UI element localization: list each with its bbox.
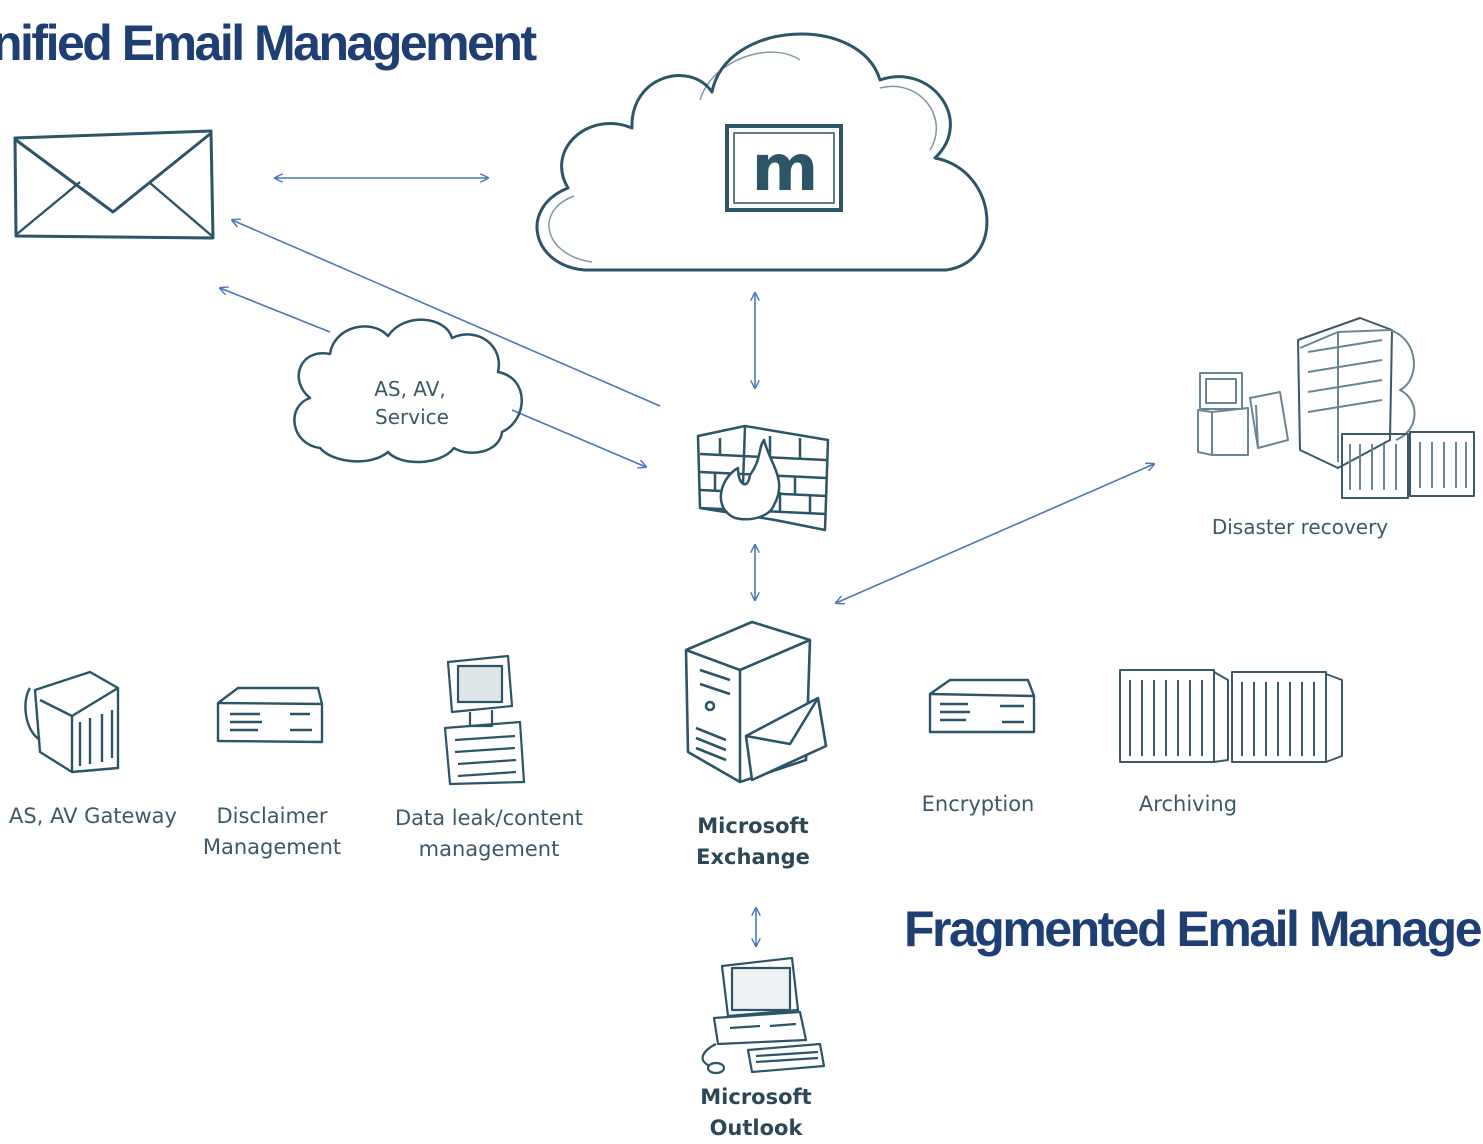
as-av-gateway-label: AS, AV Gateway	[9, 801, 177, 832]
disclaimer-line2: Management	[202, 835, 342, 859]
disclaimer-label: Disclaimer Management	[203, 801, 341, 863]
disclaimer-appliance-icon	[216, 686, 324, 744]
disaster-recovery-label: Disaster recovery	[1212, 515, 1388, 539]
outlook-label: Microsoft Outlook	[700, 1082, 811, 1144]
exchange-line1: Microsoft	[697, 814, 809, 838]
exchange-line2: Exchange	[696, 845, 810, 869]
arrow-as-service-envelope	[220, 288, 331, 333]
exchange-label: Microsoft Exchange	[696, 811, 810, 873]
outlook-line1: Microsoft	[700, 1085, 812, 1109]
arrow-envelope-firewall	[232, 220, 661, 407]
disaster-recovery-icon	[1197, 317, 1475, 499]
as-av-service-line2: Service	[375, 405, 449, 429]
envelope-icon	[13, 129, 215, 240]
exchange-server-icon	[684, 620, 828, 784]
encryption-text: Encryption	[921, 792, 1035, 816]
as-av-gateway-text: AS, AV Gateway	[9, 804, 177, 828]
data-leak-workstation-icon	[443, 654, 526, 786]
outlook-workstation-icon	[701, 956, 826, 1075]
small-cloud-icon	[293, 318, 523, 464]
gateway-server-icon	[24, 670, 120, 774]
data-leak-line1: Data leak/content	[394, 806, 584, 830]
encryption-appliance-icon	[928, 678, 1036, 734]
archiving-text: Archiving	[1138, 792, 1238, 816]
encryption-label: Encryption	[922, 789, 1035, 820]
archiving-racks-icon	[1119, 669, 1343, 763]
archiving-label: Archiving	[1139, 789, 1237, 820]
mimecast-logo-letter: m	[752, 132, 819, 206]
fragmented-title: Fragmented Email Manager	[904, 901, 1483, 957]
arrow-exchange-recovery	[836, 464, 1154, 603]
disclaimer-line1: Disclaimer	[216, 804, 328, 828]
data-leak-label: Data leak/content management	[395, 803, 583, 865]
as-av-service-line1: AS, AV,	[374, 377, 446, 401]
mimecast-logo-icon: m	[725, 124, 843, 212]
unified-title: nified Email Management	[0, 15, 537, 71]
outlook-line2: Outlook	[709, 1116, 803, 1140]
cloud-icon: m	[535, 32, 989, 272]
connection-arrows	[220, 178, 1154, 946]
data-leak-line2: management	[418, 837, 560, 861]
arrow-as-service-firewall	[511, 409, 646, 467]
firewall-icon	[696, 424, 830, 532]
